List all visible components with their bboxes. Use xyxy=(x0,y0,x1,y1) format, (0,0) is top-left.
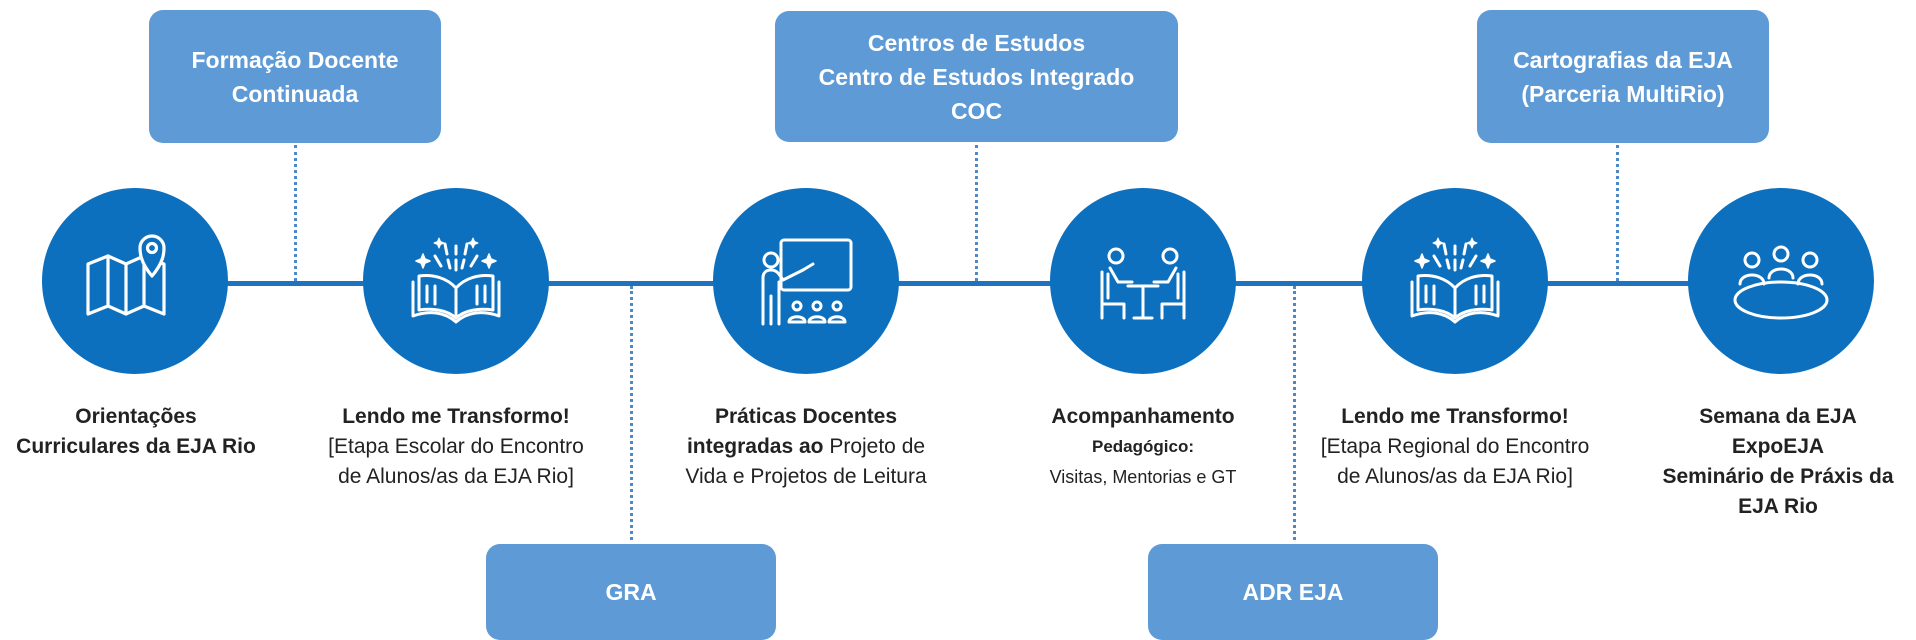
box-cartografias: Cartografias da EJA (Parceria MultiRio) xyxy=(1477,10,1769,143)
caption-line: [Etapa Regional do Encontro xyxy=(1320,435,1590,458)
box-label: GRA xyxy=(605,579,657,605)
node-praticas-docentes xyxy=(713,188,899,374)
caption-title: Lendo me Transformo! xyxy=(1341,405,1569,428)
node-acompanhamento xyxy=(1050,188,1236,374)
caption-line: Seminário de Práxis da xyxy=(1662,465,1894,488)
caption-line: ExpoEJA xyxy=(1731,435,1825,458)
box-line: Centros de Estudos xyxy=(867,29,1086,56)
open-book-sparkle-icon xyxy=(411,237,501,324)
caption-title: Acompanhamento xyxy=(1051,405,1235,428)
connector-adr xyxy=(1293,286,1296,540)
caption-praticas: Práticas Docentes integradas ao Projeto … xyxy=(650,402,962,492)
connector-gra xyxy=(630,286,633,540)
open-book-sparkle-icon xyxy=(1410,237,1500,324)
caption-line: integradas ao Projeto de xyxy=(650,432,962,462)
box-gra: GRA xyxy=(486,544,776,640)
caption-lendo-escolar: Lendo me Transformo! [Etapa Escolar do E… xyxy=(300,402,612,492)
caption-line: EJA Rio xyxy=(1738,495,1818,518)
connector-cartografias xyxy=(1616,145,1619,281)
caption-lendo-regional: Lendo me Transformo! [Etapa Regional do … xyxy=(1299,402,1611,492)
box-line: Cartografias da EJA xyxy=(1513,46,1733,73)
caption-line: de Alunos/as da EJA Rio] xyxy=(1337,465,1573,488)
caption-bold-part: integradas ao xyxy=(686,435,824,458)
box-line: Continuada xyxy=(231,80,359,107)
timeline-line xyxy=(80,281,1840,286)
caption-line: de Alunos/as da EJA Rio] xyxy=(338,465,574,488)
caption-acompanhamento: Acompanhamento Pedagógico: Visitas, Ment… xyxy=(993,402,1293,492)
node-orientacoes xyxy=(42,188,228,374)
box-label: ADR EJA xyxy=(1242,579,1344,605)
group-roundtable-icon xyxy=(1733,245,1829,320)
caption-line: Curriculares da EJA Rio xyxy=(16,435,256,458)
node-semana-eja xyxy=(1688,188,1874,374)
connector-centros xyxy=(975,145,978,281)
teacher-board-icon xyxy=(761,238,853,326)
caption-line: Vida e Projetos de Leitura xyxy=(685,465,927,488)
box-line: Centro de Estudos Integrado xyxy=(818,63,1135,90)
box-adr-eja: ADR EJA xyxy=(1148,544,1438,640)
box-centros-de-estudos: Centros de Estudos Centro de Estudos Int… xyxy=(775,11,1178,142)
caption-line: Orientações xyxy=(75,405,197,428)
meeting-table-icon xyxy=(1100,247,1186,320)
node-lendo-escolar xyxy=(363,188,549,374)
connector-formacao xyxy=(294,145,297,281)
caption-line: Visitas, Mentorias e GT xyxy=(1049,467,1237,487)
caption-line: [Etapa Escolar do Encontro xyxy=(328,435,584,458)
caption-semana-eja: Semana da EJA ExpoEJA Seminário de Práxi… xyxy=(1640,402,1916,522)
caption-rest: Projeto de xyxy=(823,435,926,458)
caption-orientacoes: Orientações Curriculares da EJA Rio xyxy=(0,402,272,462)
box-line: COC xyxy=(950,97,1003,124)
caption-line: Pedagógico: xyxy=(1091,437,1194,456)
caption-title: Lendo me Transformo! xyxy=(342,405,570,428)
box-line: Formação Docente xyxy=(191,46,399,73)
caption-line: Semana da EJA xyxy=(1699,405,1857,428)
map-pin-icon xyxy=(86,234,166,316)
caption-title: Práticas Docentes xyxy=(714,405,898,428)
box-line: (Parceria MultiRio) xyxy=(1521,80,1725,107)
box-formacao-docente: Formação Docente Continuada xyxy=(149,10,441,143)
node-lendo-regional xyxy=(1362,188,1548,374)
